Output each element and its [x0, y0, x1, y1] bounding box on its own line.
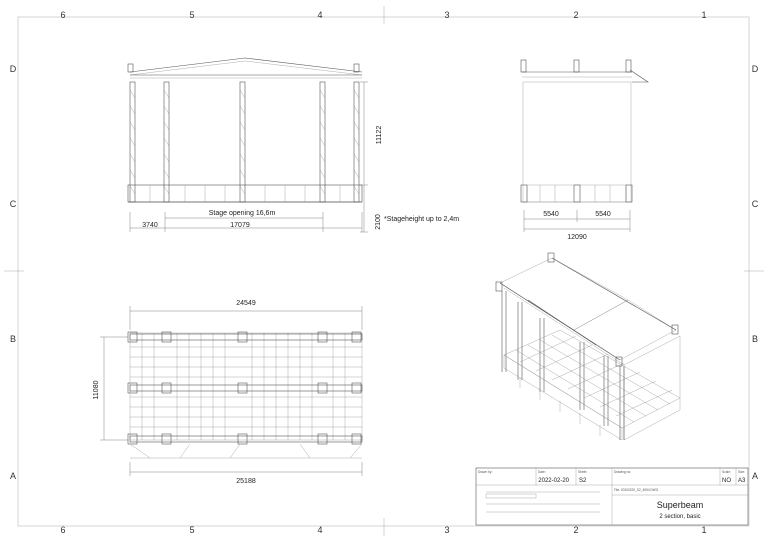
side-cap-mid — [573, 59, 580, 73]
sheet-label: Sheet: — [578, 470, 587, 474]
side-leg-left — [520, 184, 528, 203]
zone-col-5-bottom: 5 — [189, 525, 194, 535]
plan-beam-middle — [129, 384, 363, 392]
front-elevation-view: 11122 2100 *Stageheight up to 2,4m Stage… — [127, 57, 459, 233]
zone-row-a-right: A — [752, 471, 758, 481]
zone-col-3-bottom: 3 — [444, 525, 449, 535]
stage-logo-sketch — [485, 491, 600, 513]
iso-stage-grid — [515, 334, 673, 423]
zone-row-c-right: C — [752, 199, 759, 209]
iso-cap-1 — [547, 252, 555, 263]
zone-col-2-bottom: 2 — [573, 525, 578, 535]
iso-stage-legs — [519, 377, 601, 436]
iso-stage-deck — [503, 329, 681, 429]
plan-beam-rear — [129, 435, 363, 443]
size-label: Size: — [738, 470, 745, 474]
side-total-dim: 12090 — [567, 234, 587, 241]
iso-roof-eave-front-lower — [503, 287, 625, 366]
date-value: 2022-02-20 — [538, 478, 569, 484]
side-back-wall — [522, 81, 632, 203]
sheet-value: S2 — [579, 478, 587, 484]
scale-value: NO — [722, 478, 731, 484]
side-half-right-dim: 5540 — [595, 211, 611, 218]
plan-top-dim: 24549 — [236, 300, 256, 307]
side-half-left-dim: 5540 — [543, 211, 559, 218]
title-block: Drawn by: Date: 2022-02-20 Sheet: S2 Dra… — [475, 467, 749, 526]
iso-front-towers — [501, 291, 625, 440]
iso-stage-front-face — [503, 354, 623, 441]
zone-row-d-right: D — [752, 64, 759, 74]
zone-row-b-left: B — [10, 334, 16, 344]
front-stage-dim: 2100 — [375, 214, 382, 230]
zone-row-a-left: A — [10, 471, 16, 481]
front-tower-4 — [319, 81, 326, 203]
plan-grid-horizontal — [130, 346, 362, 428]
front-left-offset-dim: 3740 — [142, 222, 158, 229]
plan-tower-nodes — [127, 331, 362, 445]
front-tower-3 — [239, 81, 246, 203]
iso-back-wall — [623, 335, 681, 441]
zone-row-c-left: C — [10, 199, 17, 209]
front-roof-end-right — [353, 63, 360, 73]
size-value: A3 — [738, 478, 746, 484]
plan-view: 24549 11080 25188 — [93, 300, 363, 485]
plan-rear-braces — [129, 443, 363, 459]
front-tower-2 — [163, 81, 170, 203]
file-name: File: 20200220_S2_4594 DWG — [614, 488, 659, 492]
side-elevation-view: 5540 5540 12090 — [520, 59, 649, 241]
iso-cap-2 — [495, 281, 503, 292]
zone-col-1-top: 1 — [701, 10, 706, 20]
iso-roof-left-panel — [499, 257, 629, 331]
iso-roof-ridge-2 — [551, 257, 677, 331]
front-tower-1 — [129, 81, 136, 203]
side-roof-overhang — [629, 69, 649, 83]
side-stage-legs — [539, 185, 611, 202]
front-height-dim: 11122 — [376, 126, 383, 145]
product-name: Superbeam — [657, 500, 704, 510]
front-opening-dim: Stage opening 16,6m — [209, 210, 276, 217]
zone-col-4-bottom: 4 — [317, 525, 322, 535]
plan-beam-front — [129, 333, 363, 341]
side-leg-mid — [573, 184, 581, 203]
sheet-border — [17, 16, 750, 527]
side-cap-left — [520, 59, 527, 73]
drawn-by-label: Drawn by: — [478, 470, 492, 474]
product-description: 2 section, basic — [659, 514, 700, 520]
side-cap-right — [625, 59, 632, 73]
zone-col-5-top: 5 — [189, 10, 194, 20]
front-roof-line — [129, 57, 363, 73]
front-roof-end-left — [127, 63, 134, 73]
drawing-no-label: Drawing no: — [614, 470, 631, 474]
isometric-view — [495, 252, 681, 441]
zone-col-3-top: 3 — [444, 10, 449, 20]
iso-cap-3 — [671, 324, 679, 335]
plan-depth-dim: 11080 — [93, 380, 100, 399]
zone-col-2-top: 2 — [573, 10, 578, 20]
front-width-dim: 17079 — [230, 222, 250, 229]
plan-grid-vertical — [141, 333, 346, 440]
front-roof-line-inner — [129, 60, 363, 76]
iso-roof-eave-front — [499, 282, 621, 361]
date-label: Date: — [538, 470, 546, 474]
front-tower-5 — [353, 81, 360, 203]
iso-cap-4 — [615, 356, 623, 367]
zone-col-6-bottom: 6 — [60, 525, 65, 535]
front-stage-height-note: *Stageheight up to 2,4m — [384, 216, 459, 223]
plan-bottom-dim: 25188 — [236, 478, 256, 485]
iso-roof-right-panel — [573, 299, 677, 361]
zone-row-d-left: D — [10, 64, 17, 74]
zone-row-b-right: B — [752, 334, 758, 344]
zone-col-1-bottom: 1 — [701, 525, 706, 535]
zone-col-4-top: 4 — [317, 10, 322, 20]
zone-col-6-top: 6 — [60, 10, 65, 20]
scale-label: Scale: — [722, 470, 731, 474]
front-stage-legs — [149, 185, 341, 202]
side-stage — [526, 184, 627, 203]
